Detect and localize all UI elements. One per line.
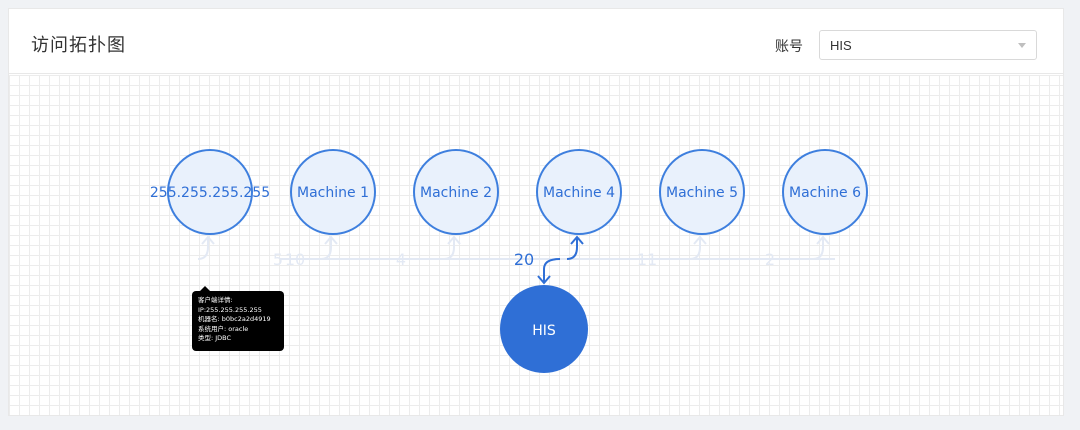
node-m1[interactable]: Machine 1 <box>290 149 376 235</box>
edge-label: 10 <box>285 250 305 269</box>
node-his[interactable]: HIS <box>500 285 588 373</box>
target-node-label: HIS <box>532 323 556 339</box>
edge-m5: 11 <box>637 235 707 269</box>
edge-arrowhead <box>816 235 830 245</box>
node-label: Machine 1 <box>297 185 369 201</box>
edge-to-target <box>543 258 561 282</box>
node-ip[interactable]: 255.255.255.255 <box>150 149 270 235</box>
edge-m4: 20 <box>514 235 584 269</box>
edge-m6: 2 <box>765 235 830 269</box>
account-select[interactable]: HIS <box>819 30 1037 60</box>
edge-connector <box>197 238 209 260</box>
node-label: Machine 2 <box>420 185 492 201</box>
node-m5[interactable]: Machine 5 <box>659 149 745 235</box>
tooltip-line-hostname: 机器名: b0bc2a2d4919 <box>198 315 271 323</box>
edge-arrowhead <box>201 235 215 245</box>
edge-ip: 10 <box>197 235 305 269</box>
tooltip-line-title: 客户端详情: <box>198 296 233 304</box>
node-m6[interactable]: Machine 6 <box>782 149 868 235</box>
card-header: 访问拓扑图 账号 HIS <box>9 9 1063 74</box>
node-label: Machine 6 <box>789 185 861 201</box>
node-circle <box>782 149 868 235</box>
node-circle <box>290 149 376 235</box>
page-title: 访问拓扑图 <box>31 35 126 56</box>
node-label: Machine 5 <box>666 185 738 201</box>
edge-m2: 4 <box>396 235 461 269</box>
edge-arrowhead <box>447 235 461 245</box>
edge-connector <box>320 238 332 260</box>
node-circle <box>536 149 622 235</box>
node-circle <box>413 149 499 235</box>
node-label: 255.255.255.255 <box>150 185 270 201</box>
edge-arrowhead <box>570 235 584 245</box>
edge-connector <box>443 238 455 260</box>
node-circle <box>659 149 745 235</box>
account-select-value: HIS <box>830 38 852 53</box>
tooltip-line-system-user: 系统用户: oracle <box>198 324 249 333</box>
edge-connector <box>812 238 824 260</box>
edge-m1: 5 <box>273 235 338 269</box>
node-m4[interactable]: Machine 4 <box>536 149 622 235</box>
topology-graph[interactable]: 105 4 20 11 2 255.255.255.255 Machine 1 Machine… <box>9 75 1063 415</box>
edge-label: 4 <box>396 250 406 269</box>
edge-connector <box>566 238 578 260</box>
edge-label: 20 <box>514 250 534 269</box>
target-node-circle <box>500 285 588 373</box>
account-label: 账号 <box>775 39 803 55</box>
edge-label: 2 <box>765 250 775 269</box>
edge-arrowhead <box>693 235 707 245</box>
client-details-tooltip: 客户端详情: IP:255.255.255.255 机器名: b0bc2a2d4… <box>192 286 284 351</box>
node-label: Machine 4 <box>543 185 615 201</box>
tooltip-line-ip: IP:255.255.255.255 <box>198 305 262 314</box>
edge-label: 11 <box>637 250 657 269</box>
tooltip-line-type: 类型: JDBC <box>198 334 232 342</box>
node-m2[interactable]: Machine 2 <box>413 149 499 235</box>
node-circle <box>167 149 253 235</box>
edge-arrowhead <box>324 235 338 245</box>
edge-connector <box>689 238 701 260</box>
chevron-down-icon <box>1018 43 1026 48</box>
edge-to-target-arrowhead <box>537 275 551 285</box>
edge-label: 5 <box>273 250 283 269</box>
